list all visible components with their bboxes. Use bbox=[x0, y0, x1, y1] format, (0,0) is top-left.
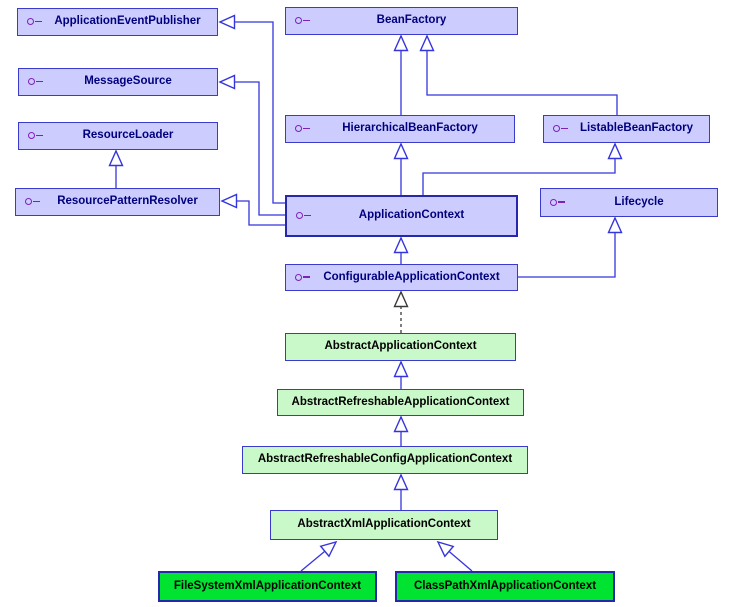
interface-lollipop-icon bbox=[28, 132, 44, 140]
interface-box-hierarchical-bean-factory: HierarchicalBeanFactory bbox=[285, 115, 515, 143]
node-label: ApplicationContext bbox=[358, 209, 465, 222]
class-box-abstract-xml-application-context: AbstractXmlApplicationContext bbox=[270, 510, 498, 540]
edge-applicationcontext-listablebeanfactory bbox=[422, 142, 623, 195]
node-label: ConfigurableApplicationContext bbox=[323, 270, 500, 283]
class-box-abstract-application-context: AbstractApplicationContext bbox=[285, 333, 516, 361]
node-label: MessageSource bbox=[84, 75, 172, 88]
interface-lollipop-icon bbox=[28, 78, 44, 86]
edge-filesystemxmlapplicationcontext-abstractxmlapplicationcontext bbox=[300, 540, 338, 572]
node-label: Lifecycle bbox=[614, 195, 664, 208]
node-label: HierarchicalBeanFactory bbox=[342, 122, 478, 135]
node-label: ListableBeanFactory bbox=[579, 122, 694, 135]
node-label: FileSystemXmlApplicationContext bbox=[173, 579, 362, 592]
node-label: ResourceLoader bbox=[82, 129, 174, 142]
interface-lollipop-icon bbox=[296, 212, 312, 220]
node-label: AbstractRefreshableConfigApplicationCont… bbox=[257, 453, 513, 466]
interface-lollipop-icon bbox=[295, 17, 311, 25]
node-label: ApplicationEventPublisher bbox=[54, 15, 201, 28]
node-label: ClassPathXmlApplicationContext bbox=[413, 579, 597, 592]
interface-box-listable-bean-factory: ListableBeanFactory bbox=[543, 115, 710, 143]
edge-classpathxmlapplicationcontext-abstractxmlapplicationcontext bbox=[436, 540, 473, 572]
edge-configurableapplicationcontext-lifecycle bbox=[518, 216, 623, 278]
interface-lollipop-icon bbox=[27, 18, 43, 26]
interface-box-bean-factory: BeanFactory bbox=[285, 7, 518, 35]
interface-lollipop-icon bbox=[25, 198, 41, 206]
edge-applicationcontext-applicationeventpublisher bbox=[218, 14, 285, 204]
interface-lollipop-icon bbox=[550, 198, 566, 207]
interface-box-resource-pattern-resolver: ResourcePatternResolver bbox=[15, 188, 220, 216]
node-label: AbstractRefreshableApplicationContext bbox=[291, 395, 510, 408]
interface-box-application-event-publisher: ApplicationEventPublisher bbox=[17, 8, 218, 36]
node-label: BeanFactory bbox=[376, 14, 447, 27]
node-label: ResourcePatternResolver bbox=[57, 195, 198, 208]
interface-box-configurable-application-context: ConfigurableApplicationContext bbox=[285, 264, 518, 291]
interface-box-resource-loader: ResourceLoader bbox=[18, 122, 218, 150]
interface-lollipop-icon bbox=[295, 125, 311, 133]
interface-box-message-source: MessageSource bbox=[18, 68, 218, 96]
edge-applicationcontext-resourcepatternresolver bbox=[220, 193, 285, 226]
class-box-class-path-xml-application-context: ClassPathXmlApplicationContext bbox=[395, 571, 615, 602]
interface-lollipop-icon bbox=[553, 125, 569, 133]
edge-listablebeanfactory-beanfactory bbox=[419, 34, 618, 115]
class-box-abstract-refreshable-application-context: AbstractRefreshableApplicationContext bbox=[277, 389, 524, 416]
interface-box-lifecycle: Lifecycle bbox=[540, 188, 718, 217]
edge-applicationcontext-messagesource bbox=[218, 74, 285, 216]
interface-box-application-context: ApplicationContext bbox=[285, 195, 518, 237]
interface-lollipop-icon bbox=[295, 273, 311, 282]
class-box-file-system-xml-application-context: FileSystemXmlApplicationContext bbox=[158, 571, 377, 602]
class-box-abstract-refreshable-config-application-context: AbstractRefreshableConfigApplicationCont… bbox=[242, 446, 528, 474]
node-label: AbstractApplicationContext bbox=[324, 340, 477, 353]
node-label: AbstractXmlApplicationContext bbox=[297, 518, 471, 531]
